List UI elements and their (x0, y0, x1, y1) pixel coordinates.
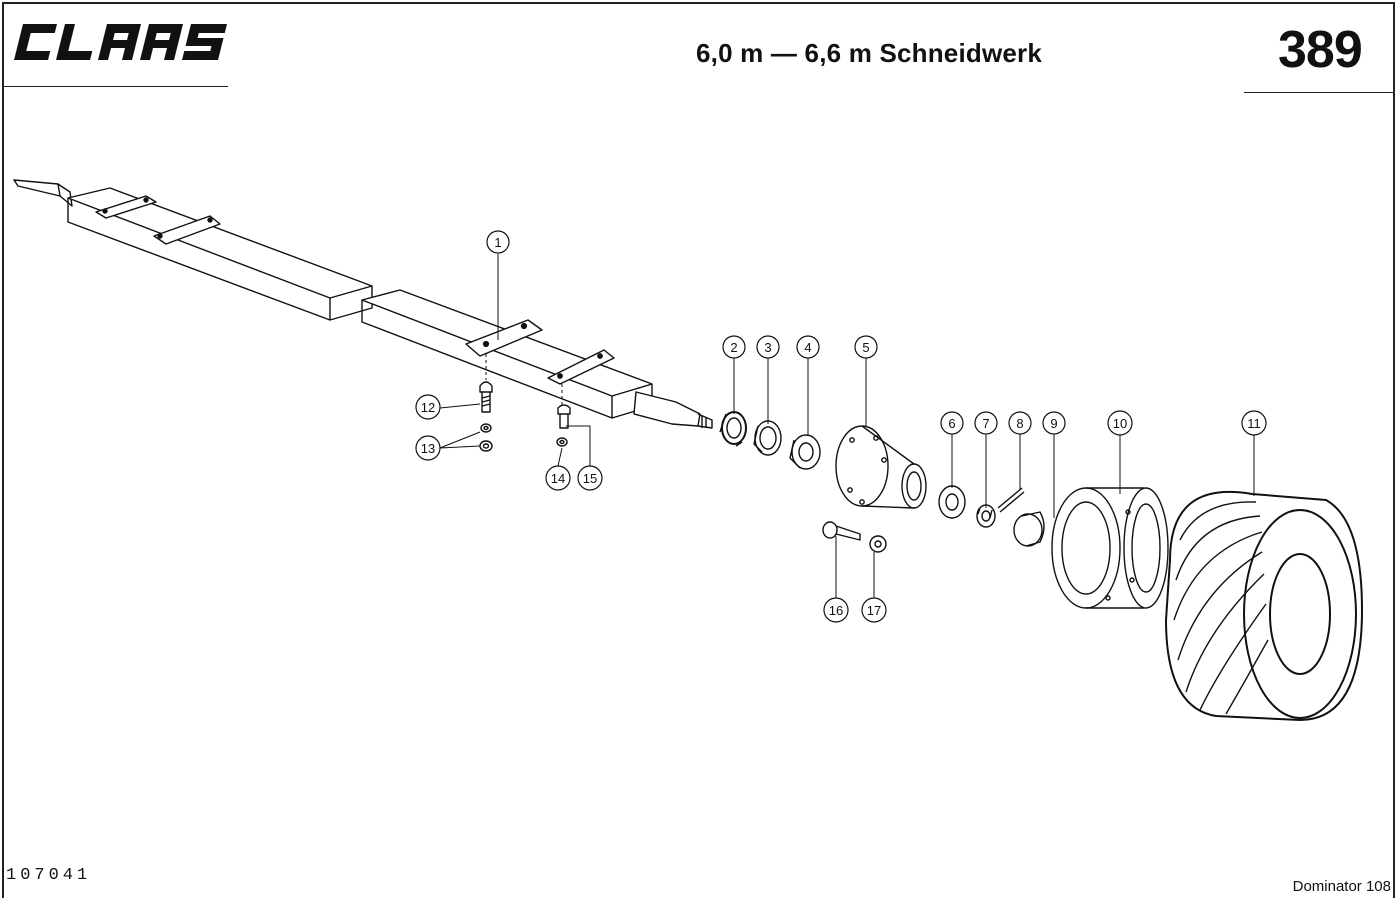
machine-model: Dominator 108 (1292, 878, 1391, 895)
bolt-15 (557, 404, 571, 429)
callout-17: 17 (861, 597, 887, 623)
svg-text:16: 16 (829, 603, 843, 618)
wheel-rim-10 (1051, 487, 1169, 609)
svg-text:11: 11 (1247, 416, 1261, 431)
logo-underline (4, 86, 228, 87)
wheel-bolt-16 (822, 521, 861, 541)
callout-6: 6 (940, 411, 964, 435)
bearing-4 (789, 434, 821, 470)
claas-logo (14, 24, 228, 60)
hub-cap-9 (1013, 511, 1045, 547)
svg-text:2: 2 (730, 340, 737, 355)
bearing-3 (753, 420, 782, 456)
callout-11: 11 (1241, 410, 1267, 436)
axle-stub-left (13, 179, 73, 207)
svg-text:17: 17 (867, 603, 881, 618)
callout-2: 2 (722, 335, 746, 359)
page-border-left (2, 2, 4, 898)
svg-text:15: 15 (583, 471, 597, 486)
page-number: 389 (1278, 21, 1363, 79)
seal-2 (719, 411, 747, 447)
svg-text:12: 12 (421, 400, 435, 415)
bolt-12 (479, 381, 493, 413)
callout-12: 12 (415, 394, 441, 420)
svg-text:6: 6 (948, 416, 955, 431)
document-number: 107041 (6, 866, 92, 885)
callout-7: 7 (974, 411, 998, 435)
wheel-hub-5 (835, 425, 927, 509)
callout-14: 14 (545, 465, 571, 491)
axle-spindle-right (633, 391, 713, 429)
wheel-nut-17 (869, 535, 887, 553)
callout-5: 5 (854, 335, 878, 359)
callout-1: 1 (486, 230, 510, 254)
svg-text:5: 5 (862, 340, 869, 355)
nut-14 (556, 437, 568, 447)
svg-text:4: 4 (804, 340, 811, 355)
svg-text:8: 8 (1016, 416, 1023, 431)
cotter-pin-8 (997, 487, 1025, 513)
svg-text:1: 1 (494, 235, 501, 250)
page-border-top (2, 2, 1395, 4)
callout-3: 3 (756, 335, 780, 359)
callout-10: 10 (1107, 410, 1133, 436)
callout-9: 9 (1042, 411, 1066, 435)
page-title: 6,0 m — 6,6 m Schneidwerk (696, 38, 1043, 68)
svg-text:3: 3 (764, 340, 771, 355)
callout-16: 16 (823, 597, 849, 623)
page-number-underline (1244, 92, 1394, 93)
page-border-right (1393, 2, 1395, 898)
svg-text:7: 7 (982, 416, 989, 431)
washer-13 (479, 423, 493, 452)
castle-nut-7 (976, 504, 996, 528)
svg-text:13: 13 (421, 441, 435, 456)
svg-text:9: 9 (1050, 416, 1057, 431)
axle-tube-outer (67, 187, 373, 321)
tire-11 (1165, 490, 1363, 721)
callout-13: 13 (415, 435, 441, 461)
callout-8: 8 (1008, 411, 1032, 435)
callout-4: 4 (796, 335, 820, 359)
bearing-6 (938, 485, 966, 519)
leader-lines (439, 254, 1255, 598)
svg-text:10: 10 (1113, 416, 1127, 431)
axle-tube-inner (361, 289, 653, 419)
svg-text:14: 14 (551, 471, 565, 486)
callout-15: 15 (577, 465, 603, 491)
